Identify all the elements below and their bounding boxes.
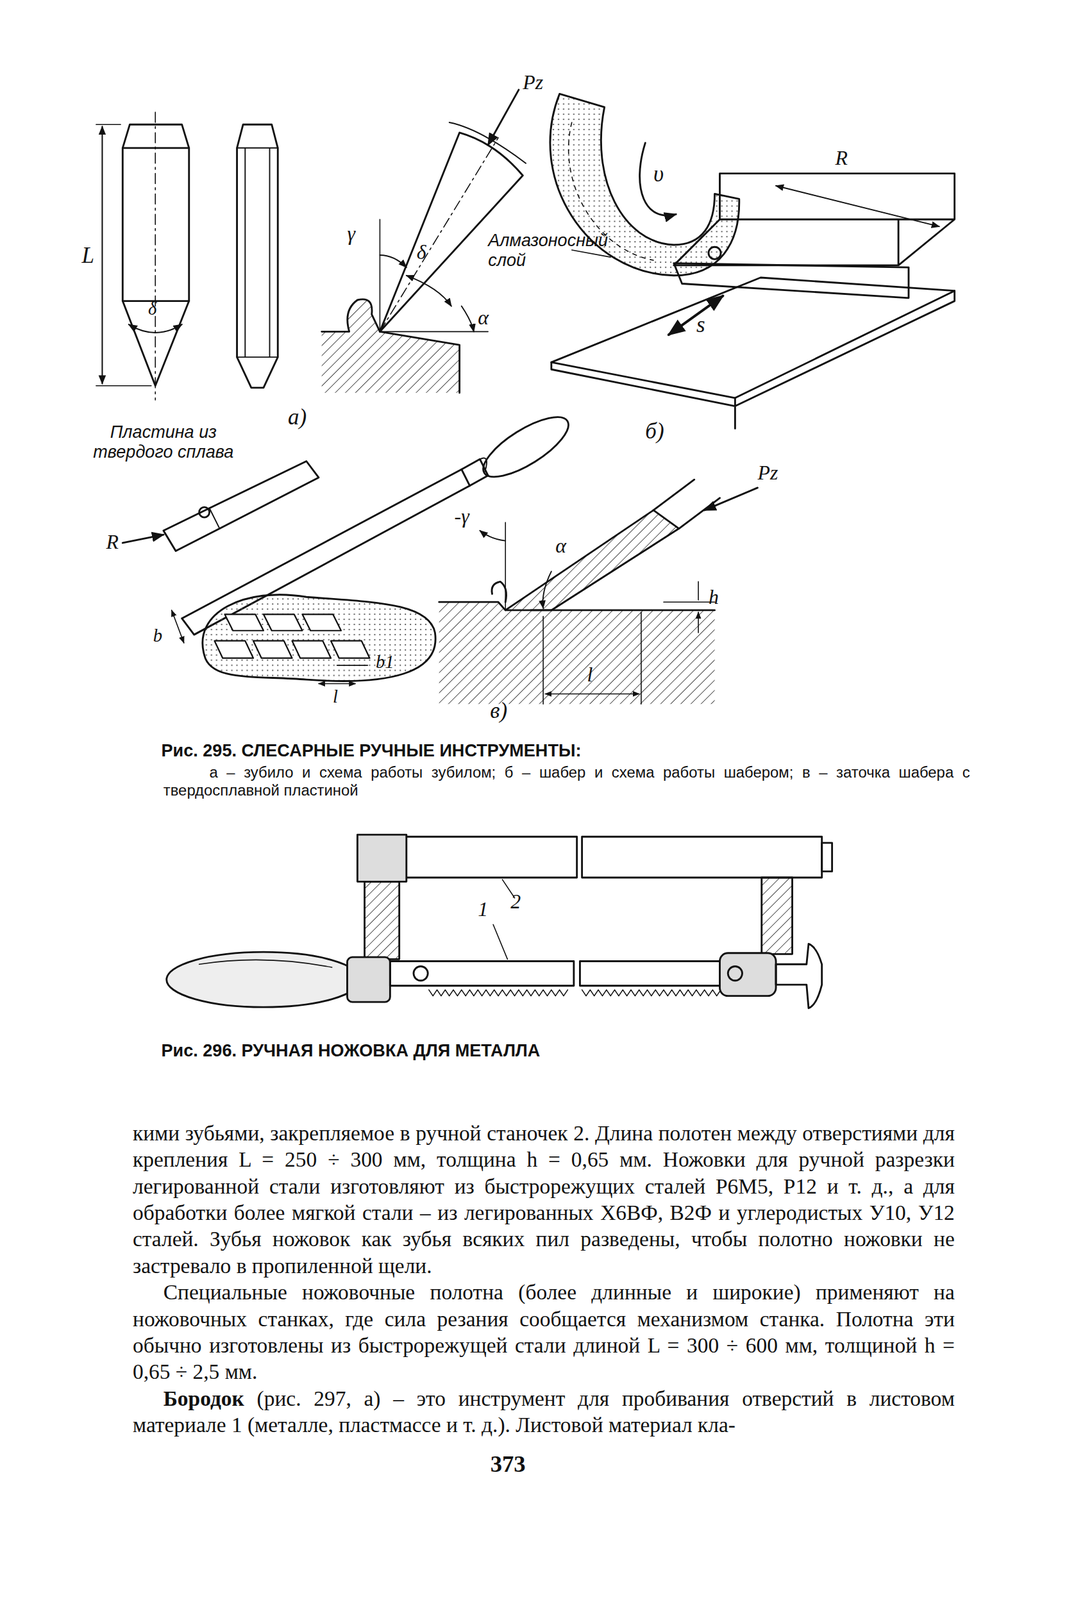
angle-label: γ: [346, 222, 356, 247]
angle-label: -γ: [454, 505, 470, 530]
body-paragraph: Специальные ножовочные полотна (более дл…: [132, 1280, 960, 1384]
paragraph: 373: [132, 1451, 955, 1479]
paragraph: Специальные ножовочные полотна (более дл…: [132, 1279, 955, 1386]
force-label: Pz: [757, 461, 779, 486]
figure-caption: а – зубило и схема работы зубилом; б – ш…: [163, 763, 971, 799]
dimension-label: R: [835, 146, 848, 171]
dimension-label: b: [153, 625, 163, 647]
term: Бородок: [163, 1386, 245, 1411]
paragraph: Бородок (рис. 297, а) – это инструмент д…: [132, 1385, 955, 1439]
subfigure-letter: в): [489, 698, 508, 724]
speed-label: υ: [653, 161, 664, 188]
dimension-label: L: [81, 243, 94, 269]
force-label: R: [106, 530, 119, 555]
part-label: Пластина из твердого сплава: [71, 422, 256, 463]
hacksaw: [166, 834, 833, 1009]
page-number: 373: [490, 1451, 526, 1478]
dimension-label: h: [708, 586, 719, 610]
paragraph: кими зубьями, закрепляемое в ручной стан…: [132, 1120, 955, 1280]
dimension-label: b1: [375, 651, 395, 673]
body-text: кими зубьями, закрепляемое в ручной стан…: [132, 1120, 955, 1479]
body-paragraph: (рис. 297, а) – это инструмент для проби…: [132, 1386, 960, 1437]
callout-number: 2: [510, 890, 521, 915]
chisel-front: [96, 112, 190, 401]
body-paragraph: кими зубьями, закрепляемое в ручной стан…: [132, 1121, 960, 1278]
figure-caption: Рис. 295. СЛЕСАРНЫЕ РУЧНЫЕ ИНСТРУМЕНТЫ:: [161, 741, 582, 762]
subfigure-letter: б): [645, 418, 664, 445]
subfigure-letter: а): [287, 404, 307, 431]
figure-caption: Рис. 296. РУЧНАЯ НОЖОВКА ДЛЯ МЕТАЛЛА: [161, 1041, 541, 1062]
angle-label: α: [477, 306, 489, 331]
angle-label: δ: [416, 241, 427, 265]
part-label: Алмазоносный слой: [487, 230, 603, 271]
angle-label: δ: [148, 298, 157, 320]
feed-label: s: [696, 312, 706, 338]
angle-label: α: [555, 534, 567, 559]
chisel-side: [237, 124, 279, 388]
dimension-label: l: [332, 686, 338, 708]
callout-number: 1: [477, 898, 488, 923]
force-label: Pz: [522, 71, 544, 95]
scraping-scheme: [439, 479, 758, 705]
scraper-plate: [551, 173, 955, 429]
dimension-label: l: [587, 663, 594, 688]
